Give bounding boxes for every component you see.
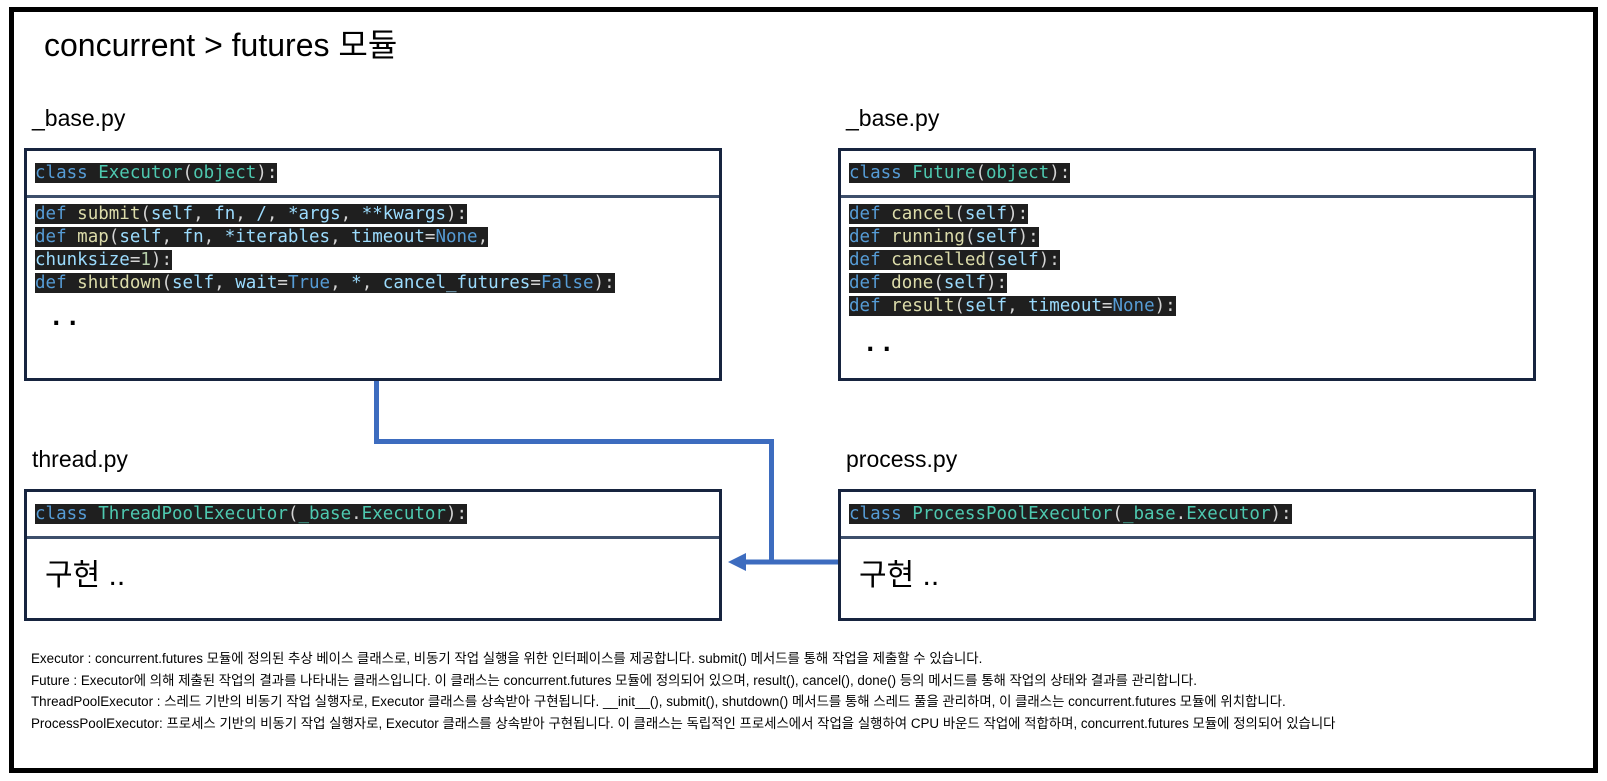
- file-label-base-future: _base.py: [846, 105, 940, 131]
- code-body-executor: def submit(self, fn, /, *args, **kwargs)…: [35, 203, 719, 295]
- code-line: def cancel(self):: [849, 204, 1029, 224]
- description-line-future: Future : Executor에 의해 제출된 작업의 결과를 나타내는 클…: [31, 672, 1197, 688]
- code-box-future: class Future(object): def cancel(self): …: [838, 148, 1536, 381]
- code-box-process: class ProcessPoolExecutor(_base.Executor…: [838, 489, 1536, 621]
- code-header-executor: class Executor(object):: [35, 162, 719, 185]
- code-body-future: def cancel(self): def running(self): def…: [849, 203, 1533, 318]
- code-line: def shutdown(self, wait=True, *, cancel_…: [35, 273, 615, 293]
- code-line: class ThreadPoolExecutor(_base.Executor)…: [35, 504, 468, 524]
- file-label-process: process.py: [846, 446, 958, 472]
- code-box-thread: class ThreadPoolExecutor(_base.Executor)…: [24, 489, 722, 621]
- code-box-executor: class Executor(object): def submit(self,…: [24, 148, 722, 381]
- description-line-processpool: ProcessPoolExecutor: 프로세스 기반의 비동기 작업 실행자…: [31, 715, 1336, 731]
- code-line: def cancelled(self):: [849, 250, 1060, 270]
- ellipsis-executor: ..: [49, 303, 82, 331]
- connector-horizontal-mid: [374, 439, 774, 444]
- code-line: def running(self):: [849, 227, 1039, 247]
- impl-text-thread: 구현 ..: [45, 559, 126, 592]
- code-line: def result(self, timeout=None):: [849, 296, 1176, 316]
- description-line-threadpool: ThreadPoolExecutor : 스레드 기반의 비동기 작업 실행자로…: [31, 694, 1286, 709]
- code-line: def map(self, fn, *iterables, timeout=No…: [35, 227, 489, 247]
- code-header-process: class ProcessPoolExecutor(_base.Executor…: [849, 503, 1533, 526]
- file-label-base-executor: _base.py: [32, 105, 126, 131]
- box-divider-process: [841, 536, 1533, 539]
- ellipsis-future: ..: [863, 329, 896, 357]
- code-line: chunksize=1):: [35, 250, 172, 270]
- code-line: class ProcessPoolExecutor(_base.Executor…: [849, 504, 1292, 524]
- code-line: class Future(object):: [849, 163, 1071, 183]
- code-line: def done(self):: [849, 273, 1008, 293]
- impl-text-process: 구현 ..: [859, 559, 940, 592]
- box-divider-executor: [27, 195, 719, 198]
- description-line-executor: Executor : concurrent.futures 모듈에 정의된 추상…: [31, 651, 983, 666]
- connector-vertical-from-executor: [374, 381, 379, 444]
- box-divider-future: [841, 195, 1533, 198]
- file-label-thread: thread.py: [32, 446, 128, 472]
- code-line: def submit(self, fn, /, *args, **kwargs)…: [35, 204, 468, 224]
- page-title: concurrent > futures 모듈: [44, 27, 398, 63]
- slide-outer-frame: [9, 7, 1598, 773]
- box-divider-thread: [27, 536, 719, 539]
- connector-vertical-to-arrow: [769, 439, 774, 561]
- code-header-future: class Future(object):: [849, 162, 1533, 185]
- code-line: class Executor(object):: [35, 163, 278, 183]
- code-header-thread: class ThreadPoolExecutor(_base.Executor)…: [35, 503, 719, 526]
- description-block: Executor : concurrent.futures 모듈에 정의된 추상…: [31, 648, 1571, 734]
